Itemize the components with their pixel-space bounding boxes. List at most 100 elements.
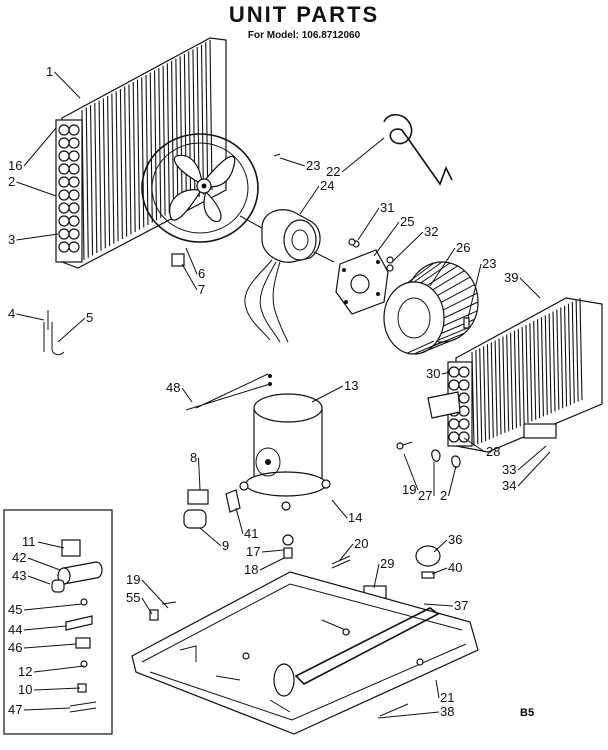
leader-line	[331, 499, 348, 519]
leader-line	[519, 277, 541, 299]
leader-line	[279, 157, 306, 167]
leader-line	[16, 313, 45, 321]
leader-line	[181, 387, 193, 403]
callout-46: 46	[8, 640, 22, 655]
callout-20: 20	[354, 536, 368, 551]
leader-line	[27, 575, 51, 585]
callout-17: 17	[246, 544, 260, 559]
leader-line	[23, 643, 77, 649]
leader-line	[341, 137, 385, 173]
callout-39: 39	[504, 270, 518, 285]
leader-line	[467, 263, 482, 319]
leader-line	[33, 687, 81, 691]
leader-line	[339, 543, 354, 561]
control-parts	[363, 545, 441, 599]
callout-12: 12	[18, 664, 32, 679]
fan-motor	[239, 209, 335, 343]
leader-line	[23, 707, 71, 711]
leader-line	[259, 557, 285, 571]
leader-line	[441, 371, 451, 375]
callout-48: 48	[166, 380, 180, 395]
callout-4: 4	[8, 306, 15, 321]
leader-line	[235, 507, 244, 535]
callout-44: 44	[8, 622, 22, 637]
tubing-wire-harness	[185, 373, 272, 411]
callout-6: 6	[198, 266, 205, 281]
leader-line	[23, 603, 83, 611]
callout-30: 30	[426, 366, 440, 381]
callout-27: 27	[418, 488, 432, 503]
callout-24: 24	[320, 178, 334, 193]
callout-33: 33	[502, 462, 516, 477]
callout-34: 34	[502, 478, 516, 493]
callout-55: 55	[126, 590, 140, 605]
leader-line	[517, 451, 551, 487]
callout-37: 37	[454, 598, 468, 613]
callout-23: 23	[482, 256, 496, 271]
leader-line	[198, 457, 201, 491]
callout-40: 40	[448, 560, 462, 575]
leader-line	[23, 127, 57, 167]
callout-7: 7	[198, 282, 205, 297]
callout-11: 11	[22, 534, 36, 549]
leader-line	[141, 579, 169, 609]
compressor	[239, 393, 331, 511]
leader-line	[185, 247, 198, 275]
motor-mount-bracket	[335, 240, 394, 315]
leader-line	[16, 181, 57, 197]
callout-13: 13	[344, 378, 358, 393]
screws	[43, 153, 470, 621]
callout-19: 19	[126, 572, 140, 587]
callout-18: 18	[244, 562, 258, 577]
leader-line	[357, 207, 380, 241]
callout-29: 29	[380, 556, 394, 571]
leader-line	[391, 231, 424, 263]
callout-47: 47	[8, 702, 22, 717]
callout-31: 31	[380, 200, 394, 215]
leader-line	[435, 679, 440, 699]
leader-line	[27, 557, 61, 571]
callout-3: 3	[8, 232, 15, 247]
callout-43: 43	[12, 568, 26, 583]
callout-1: 1	[46, 64, 53, 79]
leader-line	[299, 185, 320, 215]
leader-line	[37, 541, 65, 549]
leader-line	[16, 233, 59, 241]
leader-line	[377, 711, 440, 719]
diagram-title: UNIT PARTS	[228, 2, 380, 27]
leader-line	[141, 597, 153, 615]
leader-line	[54, 71, 81, 99]
leader-line	[433, 539, 448, 553]
callout-5: 5	[86, 310, 93, 325]
leader-line	[448, 465, 457, 497]
callout-2: 2	[8, 174, 15, 189]
leader-line	[57, 317, 86, 343]
callout-25: 25	[400, 214, 414, 229]
blower-wheel	[383, 261, 479, 355]
callout-26: 26	[456, 240, 470, 255]
condenser-fan-blade	[141, 133, 259, 267]
leader-line	[199, 527, 222, 547]
leader-line	[373, 563, 380, 589]
callout-22: 22	[326, 164, 340, 179]
leader-line	[429, 247, 456, 287]
compressor-mounting-grommets	[282, 534, 351, 569]
callout-41: 41	[244, 526, 258, 541]
callout-16: 16	[8, 158, 22, 173]
leader-line	[517, 445, 547, 471]
callout-19: 19	[402, 482, 416, 497]
capacitor-inset	[3, 509, 113, 735]
leader-line	[261, 549, 285, 553]
base-pan	[131, 571, 479, 735]
callout-45: 45	[8, 602, 22, 617]
leader-line	[403, 453, 419, 491]
callout-32: 32	[424, 224, 438, 239]
leader-line	[23, 625, 67, 631]
leader-line	[431, 567, 448, 575]
leader-line	[311, 385, 344, 403]
leader-line	[463, 437, 486, 453]
leader-line	[33, 665, 85, 673]
callout-2: 2	[440, 488, 447, 503]
